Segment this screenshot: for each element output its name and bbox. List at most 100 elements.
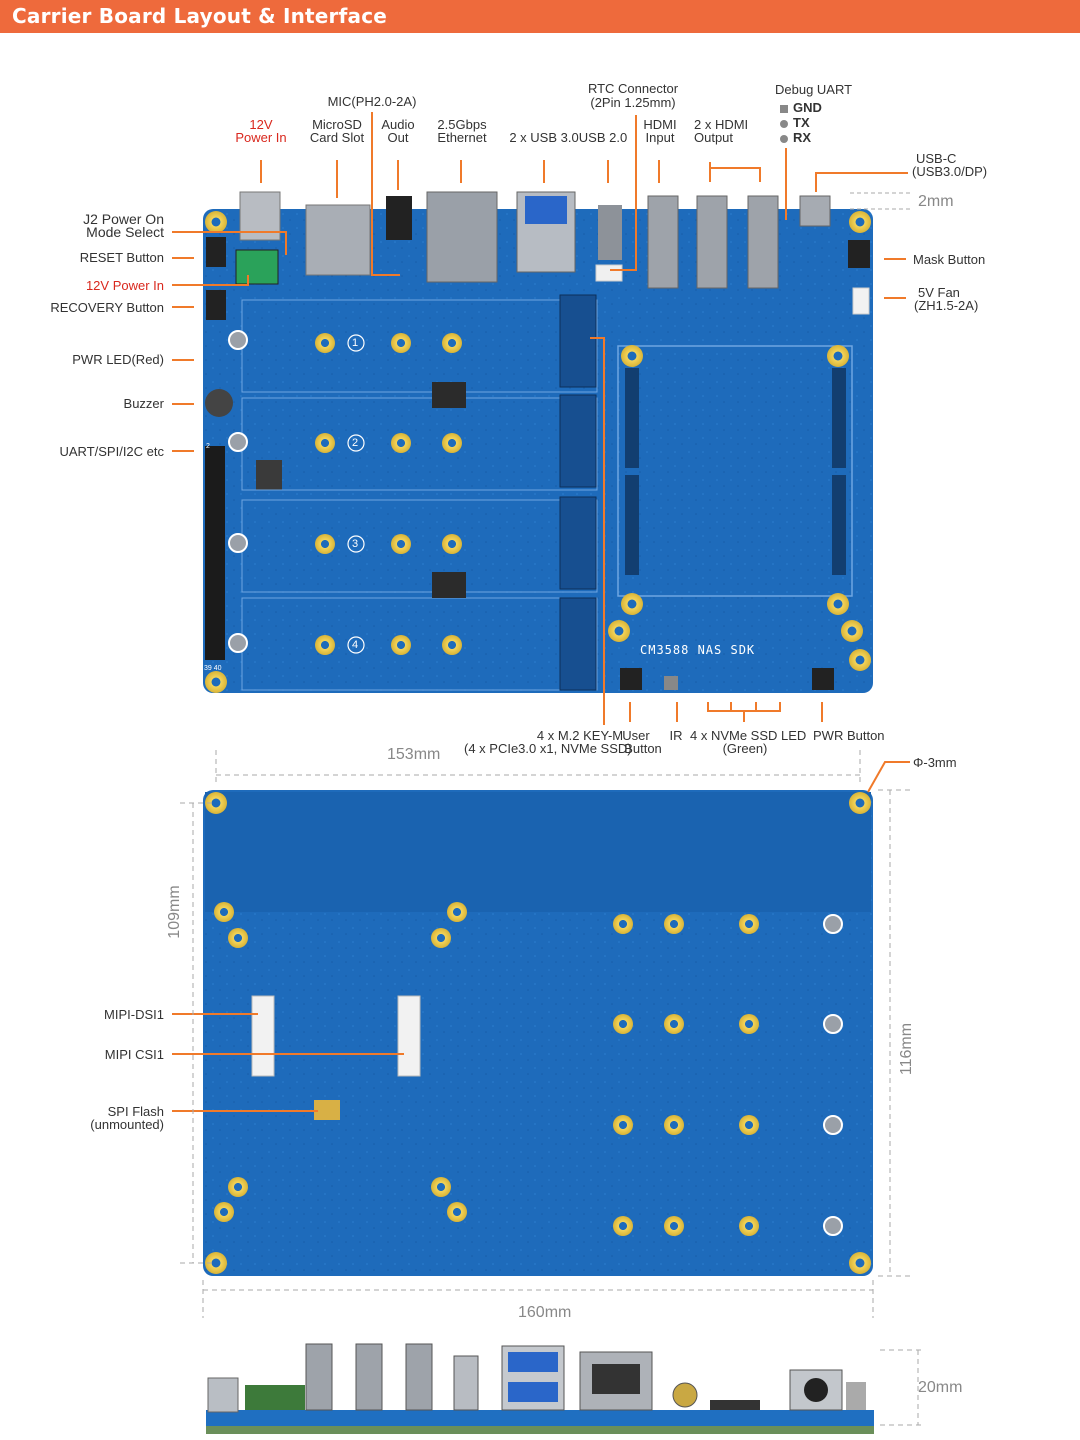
- label-microsd-2: Card Slot: [309, 130, 365, 145]
- 12v-terminal: [235, 249, 279, 285]
- hdmi-output-1: [696, 195, 728, 289]
- label-hdmi-out-2: Output: [694, 130, 734, 145]
- top-board: [203, 191, 873, 693]
- dim-2mm: 2mm: [918, 193, 954, 210]
- back-board: [203, 790, 873, 1276]
- label-j2-1: J2 Power On: [83, 211, 164, 227]
- label-debug-gnd: GND: [780, 101, 822, 114]
- label-user-1: User: [622, 728, 650, 743]
- label-hdmi-in-1: HDMI: [643, 117, 677, 132]
- dimension-lines: [180, 750, 925, 1426]
- label-pwr-led: PWR LED(Red): [72, 352, 164, 367]
- microsd-slot: [305, 204, 371, 276]
- fan-connector: [852, 287, 870, 315]
- m2-slot-4: [559, 597, 597, 691]
- label-12v-power-in: 12V Power In: [85, 278, 164, 293]
- label-hole: Φ-3mm: [913, 755, 957, 770]
- usb2-port: [598, 205, 622, 260]
- dim-20mm: 20mm: [918, 1379, 963, 1396]
- rtc-connector: [595, 264, 623, 282]
- inductor: [256, 460, 282, 490]
- slot-number-4: 4: [352, 639, 359, 651]
- hdmi-input: [647, 195, 679, 289]
- user-button: [620, 668, 642, 690]
- hdmi-output-2: [747, 195, 779, 289]
- label-usb30: 2 x USB 3.0: [509, 130, 579, 145]
- gpio-pin-bottom: 39 40: [204, 665, 222, 672]
- gpio-header: [205, 446, 225, 660]
- label-mipi-dsi: MIPI-DSI1: [104, 1007, 164, 1022]
- mipi-csi-connector: [397, 995, 421, 1077]
- label-12v-1: 12V: [249, 117, 273, 132]
- pwr-button: [812, 668, 834, 690]
- side-hdmi-3: [405, 1343, 433, 1411]
- usbc-port: [799, 195, 831, 227]
- label-microsd-1: MicroSD: [312, 117, 362, 132]
- label-rtc-1: RTC Connector: [587, 81, 679, 96]
- label-j2-2: Mode Select: [86, 224, 164, 240]
- ir-receiver: [664, 676, 678, 690]
- dim-109mm: 109mm: [166, 885, 183, 939]
- label-mic: MIC(PH2.0-2A): [327, 94, 417, 109]
- label-ethernet-1: 2.5Gbps: [437, 117, 487, 132]
- buzzer: [205, 389, 233, 417]
- m2-standoff-pads: [315, 333, 462, 655]
- back-leader-lines: [172, 761, 910, 1112]
- board-silkscreen: CM3588 NAS SDK: [640, 643, 756, 657]
- label-rtc-2: (2Pin 1.25mm): [590, 95, 676, 110]
- dim-116mm: 116mm: [898, 1022, 915, 1076]
- label-m2-2: (4 x PCIe3.0 x1, NVMe SSD): [464, 741, 632, 756]
- label-debug-rx: RX: [780, 131, 811, 144]
- side-hdmi-2: [355, 1343, 383, 1411]
- gpio-pin-top: 2: [206, 443, 210, 450]
- label-buzzer: Buzzer: [123, 396, 164, 411]
- tx-dot-icon: [780, 119, 788, 128]
- label-user-2: Button: [624, 741, 662, 756]
- label-mipi-csi: MIPI CSI1: [104, 1047, 164, 1062]
- label-debug-uart: Debug UART: [775, 82, 853, 97]
- label-uart: UART/SPI/I2C etc: [59, 444, 164, 459]
- top-leader-lines: [172, 112, 908, 725]
- rx-dot-icon: [780, 134, 788, 143]
- gnd-square-icon: [780, 104, 788, 113]
- label-ir: IR: [669, 728, 683, 743]
- back-standoff-pads: [613, 914, 759, 1236]
- side-view: [206, 1343, 874, 1434]
- label-fan-2: (ZH1.5-2A): [914, 298, 979, 313]
- label-usb20: USB 2.0: [578, 130, 628, 145]
- m2-slot-3: [559, 496, 597, 590]
- label-debug-tx: TX: [780, 116, 810, 129]
- dim-2mm-lines: [850, 192, 912, 210]
- label-usbc-1: USB-C: [916, 151, 957, 166]
- m2-slot-1: [559, 294, 597, 388]
- cm-module-area: [617, 345, 853, 597]
- label-fan-1: 5V Fan: [918, 285, 960, 300]
- slot-number-2: 2: [352, 437, 359, 449]
- label-spi-2: (unmounted): [90, 1117, 164, 1132]
- reset-button: [206, 237, 226, 267]
- m2-slot-2: [559, 394, 597, 488]
- dim-153mm: 153mm: [387, 746, 441, 763]
- label-ethernet-2: Ethernet: [437, 130, 487, 145]
- label-audio-2: Out: [387, 130, 409, 145]
- mipi-dsi-connector: [251, 995, 275, 1077]
- recovery-button: [206, 290, 226, 320]
- label-led-1: 4 x NVMe SSD LED: [690, 728, 807, 743]
- label-reset: RESET Button: [79, 250, 164, 265]
- side-hdmi-1: [305, 1343, 333, 1411]
- label-led-2: (Green): [722, 741, 768, 756]
- slot-number-3: 3: [352, 538, 359, 550]
- label-usbc-2: (USB3.0/DP): [912, 164, 988, 179]
- label-recovery: RECOVERY Button: [50, 300, 164, 315]
- slot-number-1: 1: [352, 337, 359, 349]
- label-12v-2: Power In: [235, 130, 287, 145]
- mask-button: [848, 240, 870, 268]
- label-spi-1: SPI Flash: [107, 1104, 164, 1119]
- header-banner: Carrier Board Layout & Interface: [0, 0, 1080, 33]
- label-pwr-button: PWR Button: [813, 728, 885, 743]
- spi-flash-pad: [314, 1100, 340, 1120]
- label-audio-1: Audio: [381, 117, 415, 132]
- page-title: Carrier Board Layout & Interface: [12, 4, 388, 28]
- label-mask: Mask Button: [913, 252, 986, 267]
